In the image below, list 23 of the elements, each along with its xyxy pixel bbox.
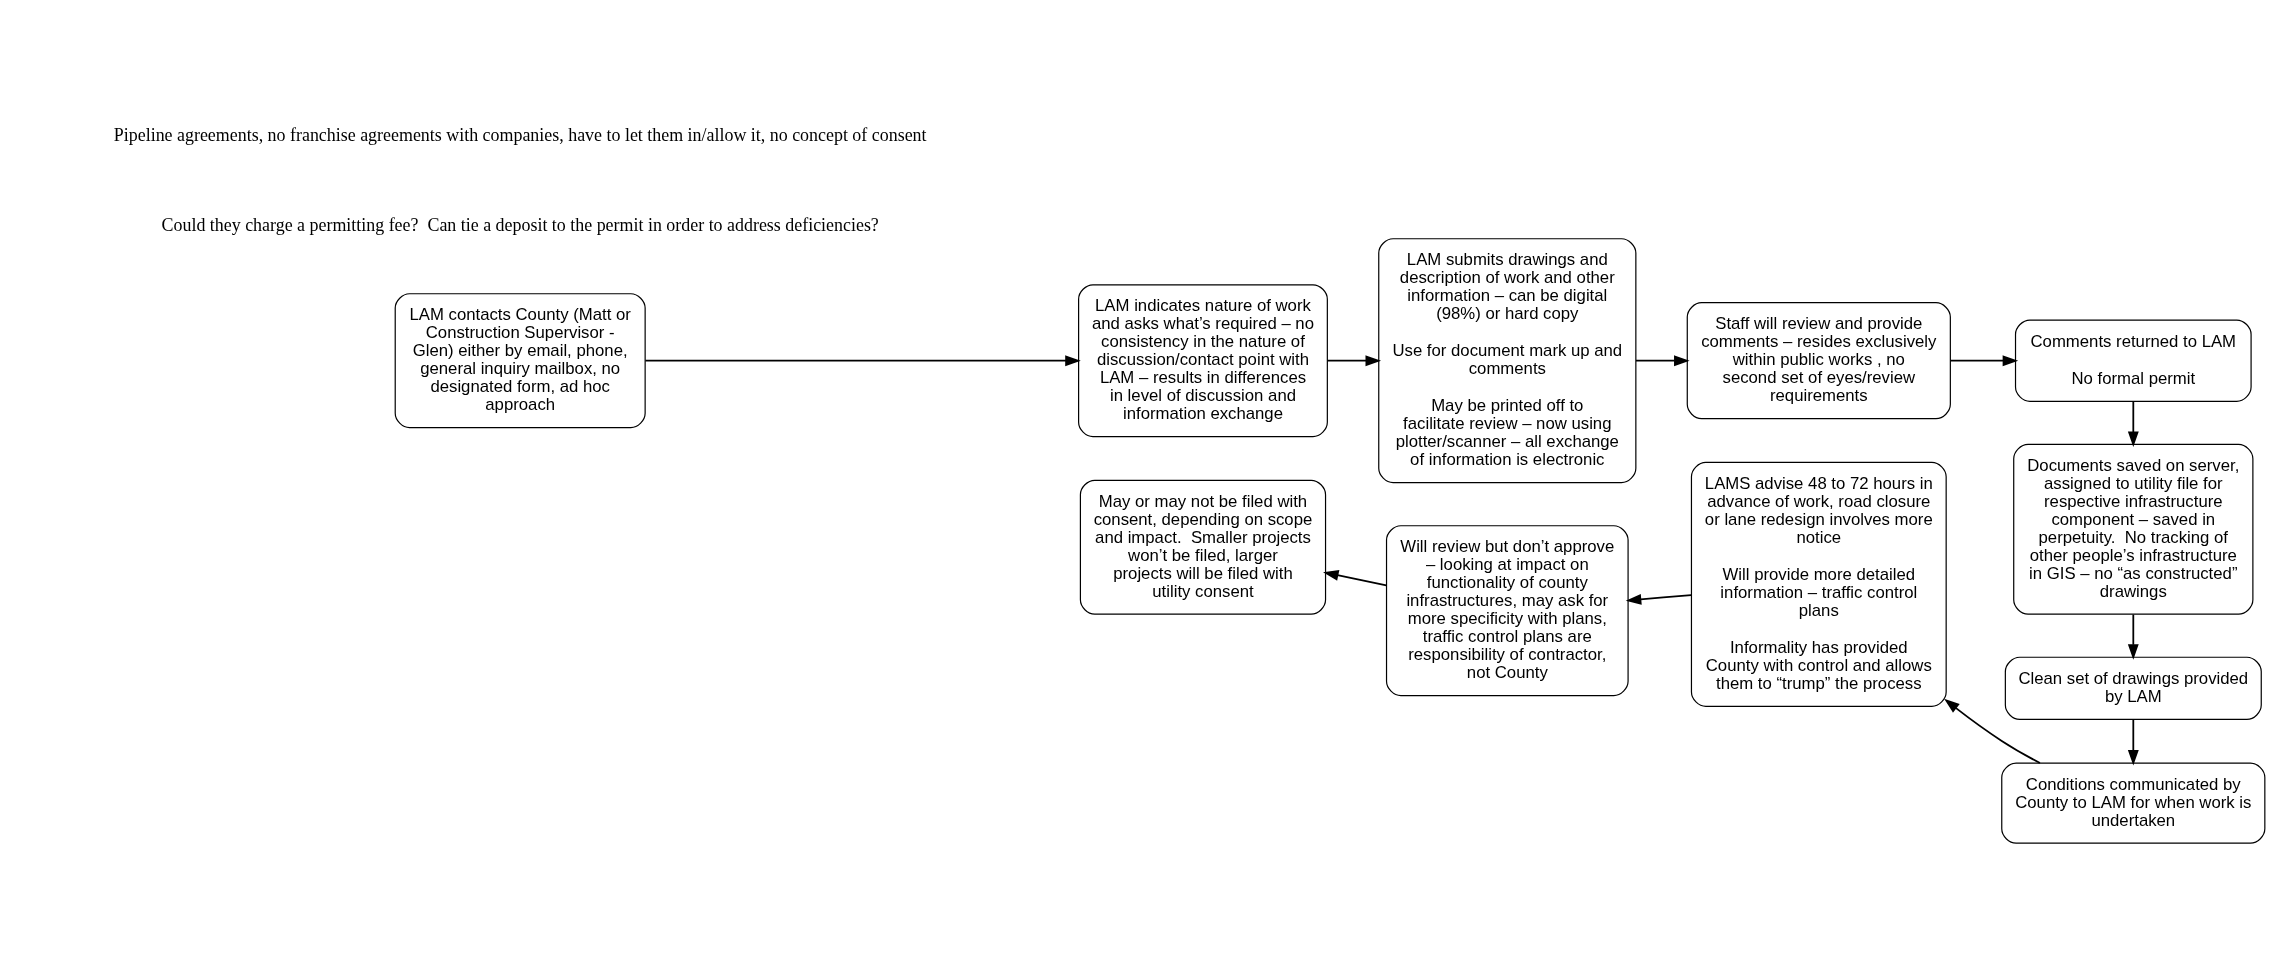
arrow [1323,570,1388,587]
node-box: Will review but don’t approve – looking at impact on functionality of county infrastructures, may ask for more specificity with plans, traffic control plans are responsibility of contractor, not County [1385,525,1629,697]
node-box: May or may not be filed with consent, depending on scope and impact. Smaller projects won’t be filed, larger projects will be filed with utility consent [1079,479,1327,615]
node-box: Staff will review and provide comments – resides exclusively within public works , no second set of eyes/review requirements [1686,302,1951,420]
arrow [1949,355,2019,367]
arrow [1326,355,1382,367]
node-box: LAMS advise 48 to 72 hours in advance of work, road closure or lane redesign involves more notice Will provide more detailed information – traffic control plans Informality has provided County with control and allows them to “trump” the process [1690,461,1947,707]
node-box: Documents saved on server, assigned to utility file for respective infrastructure component – saved in perpetuity. No tracking of other people’s infrastructure in GIS – no “as constructed” drawings [2013,443,2254,615]
arrow [2127,718,2139,766]
node-box: Conditions communicated by County to LAM for when work is undertaken [2001,762,2266,844]
arrow [644,355,1081,367]
arrow [2127,613,2139,660]
arrow [1635,355,1690,367]
label: Pipeline agreements, no franchise agreements with companies, have to let them in/allow it, no concept of consent [113,125,927,146]
arrow [2127,400,2139,448]
arrow [1944,698,2041,764]
arrow [1625,593,1692,605]
node-box: LAM indicates nature of work and asks what’s required – no consistency in the nature of discussion/contact point with LAM – results in differences in level of discussion and information exchange [1078,284,1328,438]
node-box: LAM submits drawings and description of work and other information – can be digital (98%) or hard copy Use for document mark up and comments May be printed off to facilitate review – now using plotter/scanner – all exchange of information is electronic [1378,238,1637,484]
node-box: LAM contacts County (Matt or Construction Supervisor - Glen) either by email, phone, general inquiry mailbox, no designated form, ad hoc approach [394,293,646,429]
node-box: Comments returned to LAM No formal permit [2014,319,2252,402]
node-box: Clean set of drawings provided by LAM [2004,656,2262,721]
label: Could they charge a permitting fee? Can tie a deposit to the permit in order to address deficiencies? [161,214,879,235]
